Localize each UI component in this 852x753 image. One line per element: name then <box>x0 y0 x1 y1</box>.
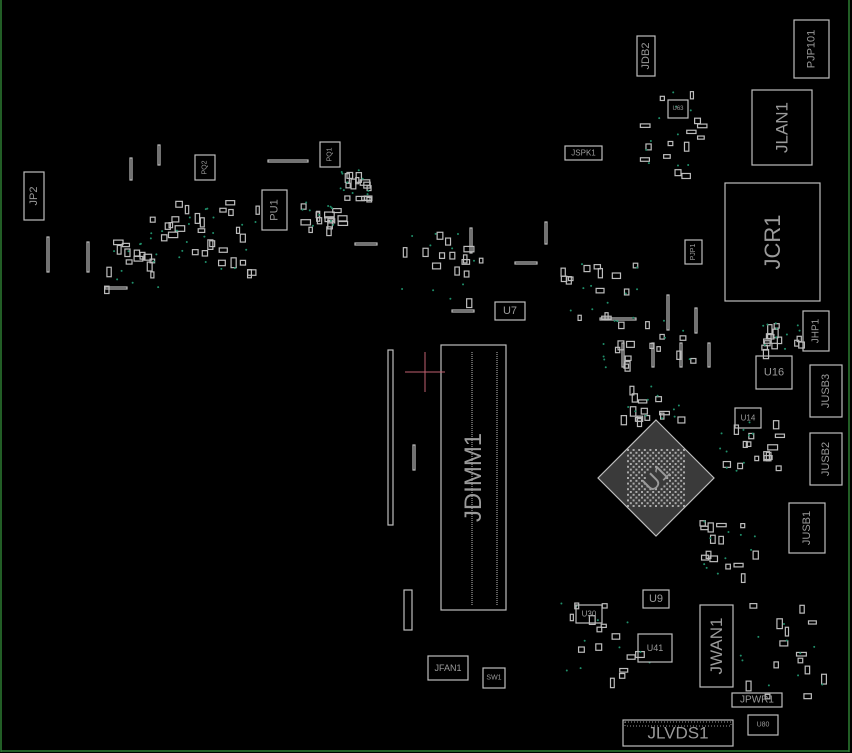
component-jlvds1[interactable]: JLVDS1 <box>622 719 734 747</box>
component-label: JPWR1 <box>740 695 774 706</box>
component-label: JFAN1 <box>434 663 461 673</box>
component-pjp101[interactable]: PJP101 <box>793 19 830 79</box>
component-pjp1[interactable]: PJP1 <box>684 239 703 265</box>
component-u14[interactable]: U14 <box>734 407 762 429</box>
component-label: JP2 <box>28 187 40 206</box>
component-jusb2[interactable]: JUSB2 <box>809 432 843 486</box>
component-pq2[interactable]: PQ2 <box>194 154 216 181</box>
component-jp2[interactable]: JP2 <box>23 171 45 221</box>
component-label: JCR1 <box>760 214 785 269</box>
component-u63[interactable]: U63 <box>667 99 689 119</box>
component-label: JDIMM1 <box>460 433 487 522</box>
component-jdb2[interactable]: JDB2 <box>636 35 656 77</box>
component-label: JLVDS1 <box>647 724 708 743</box>
component-u9[interactable]: U9 <box>642 589 670 609</box>
component-u7[interactable]: U7 <box>494 301 526 321</box>
component-label: U63 <box>672 106 684 112</box>
component-label: JUSB3 <box>820 374 832 408</box>
component-jspk1[interactable]: JSPK1 <box>564 145 603 161</box>
component-u30[interactable]: U30 <box>575 604 603 624</box>
component-jfan1[interactable]: JFAN1 <box>427 655 469 681</box>
component-u80[interactable]: U80 <box>747 714 779 736</box>
component-jusb1[interactable]: JUSB1 <box>788 502 826 554</box>
component-label: JUSB2 <box>820 442 832 476</box>
component-label: PQ2 <box>202 160 209 174</box>
component-sw1[interactable]: SW1 <box>482 667 506 689</box>
component-label: PJP1 <box>690 244 697 261</box>
small-components <box>46 91 827 727</box>
component-u41[interactable]: U41 <box>637 633 673 663</box>
component-jlan1[interactable]: JLAN1 <box>751 89 813 166</box>
component-pu1[interactable]: PU1 <box>261 189 288 231</box>
component-label: U7 <box>503 305 517 317</box>
component-label: PU1 <box>269 199 281 220</box>
vias <box>113 91 824 687</box>
component-jhp1[interactable]: JHP1 <box>802 310 830 352</box>
component-jwan1[interactable]: JWAN1 <box>699 604 734 688</box>
component-label: U16 <box>764 367 784 379</box>
component-label: U9 <box>649 593 663 605</box>
component-label: U14 <box>741 414 756 423</box>
component-u16[interactable]: U16 <box>755 355 793 390</box>
component-label: PQ1 <box>327 147 334 161</box>
component-label: U41 <box>647 643 664 653</box>
component-label: PJP101 <box>806 30 818 69</box>
component-jcr1[interactable]: JCR1 <box>724 182 821 302</box>
component-jusb3[interactable]: JUSB3 <box>809 364 843 418</box>
component-label: JUSB1 <box>801 511 813 545</box>
component-jpwr1[interactable]: JPWR1 <box>731 692 783 708</box>
component-label: JWAN1 <box>707 618 726 675</box>
component-pq1[interactable]: PQ1 <box>319 141 341 168</box>
component-label: JSPK1 <box>571 149 596 158</box>
component-label: JLAN1 <box>773 102 792 153</box>
component-label: U30 <box>582 610 597 619</box>
component-label: U80 <box>757 722 770 729</box>
bga-u1[interactable]: U1 <box>597 419 715 537</box>
component-label: JDB2 <box>640 43 652 70</box>
cursor-crosshair <box>405 352 445 392</box>
component-label: JHP1 <box>811 318 822 343</box>
component-jdimm1[interactable]: JDIMM1 <box>440 344 507 611</box>
component-label: SW1 <box>486 675 501 682</box>
